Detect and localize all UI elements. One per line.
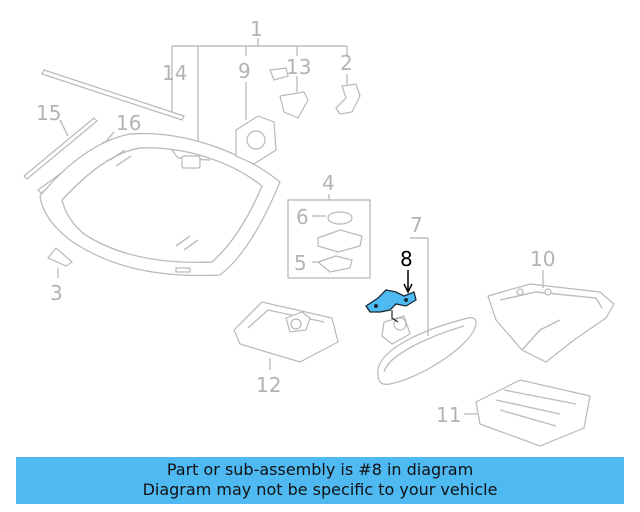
part-9-sensor-cover (235, 115, 277, 165)
part-8-bracket-highlighted (365, 289, 417, 323)
callout-1: 1 (250, 17, 263, 41)
info-banner: Part or sub-assembly is #8 in diagram Di… (16, 457, 624, 504)
callout-14: 14 (162, 61, 187, 85)
part-14-molding (41, 69, 185, 121)
callout-8: 8 (400, 247, 413, 271)
callout-4: 4 (322, 171, 335, 195)
banner-line-2: Diagram may not be specific to your vehi… (142, 480, 498, 499)
callout-1-bracket (171, 38, 348, 148)
callout-7: 7 (410, 213, 423, 237)
windshield-glass (39, 132, 281, 277)
part-2-clip (335, 83, 361, 115)
part-10-console-housing (487, 283, 615, 363)
banner-line-1: Part or sub-assembly is #8 in diagram (166, 460, 474, 479)
parts-diagram: 1 14 15 16 3 9 13 (23, 17, 615, 447)
callout-10: 10 (530, 247, 555, 271)
part-3-bracket (47, 247, 73, 267)
callout-2: 2 (340, 51, 353, 75)
callout-9: 9 (238, 59, 251, 83)
callout-13: 13 (286, 55, 311, 79)
callout-3: 3 (50, 281, 63, 305)
callout-5: 5 (294, 251, 307, 275)
part-15-side-molding (23, 117, 98, 180)
callout-6: 6 (296, 205, 309, 229)
callout-15: 15 (36, 101, 61, 125)
part-12-module (233, 301, 339, 363)
part-4-assembly-box (287, 199, 371, 279)
callout-12: 12 (256, 373, 281, 397)
part-11-tray (475, 379, 591, 447)
callout-11: 11 (436, 403, 461, 427)
callout-16: 16 (116, 111, 141, 135)
part-7-mirror (377, 315, 477, 385)
part-13-bracket (269, 67, 309, 119)
